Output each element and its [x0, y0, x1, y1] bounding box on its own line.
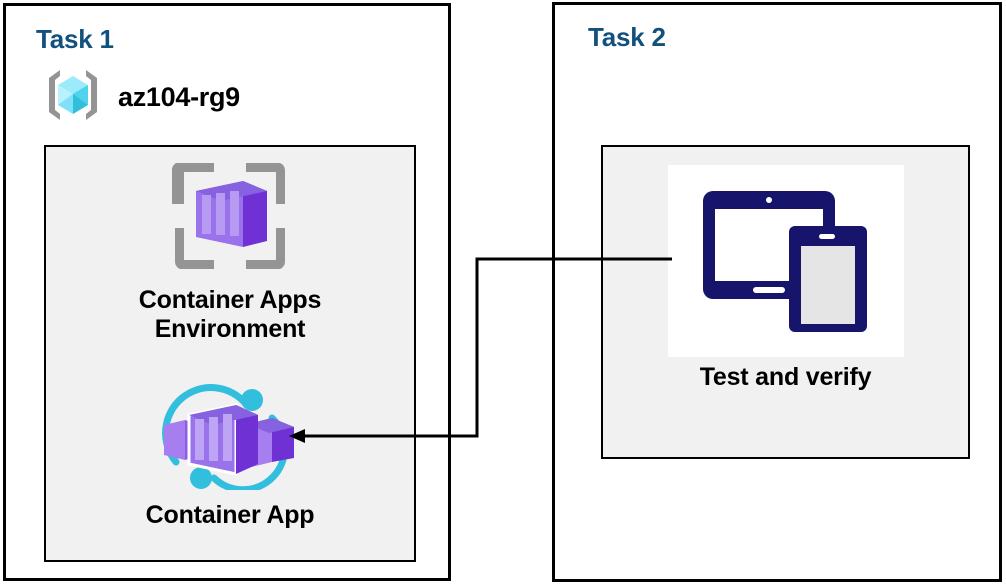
container-apps-environment-icon	[166, 157, 294, 280]
task-2-inner-box: Test and verify	[601, 145, 970, 459]
task-1-title: Task 1	[36, 24, 114, 54]
task-1-panel: Task 1 a	[3, 3, 451, 581]
node-test-and-verify: Test and verify	[603, 165, 968, 392]
node-container-app: Container App	[46, 382, 414, 530]
devices-tablet-phone-icon	[691, 179, 881, 344]
test-and-verify-label: Test and verify	[699, 363, 872, 391]
resource-group-label: az104-rg9	[118, 82, 240, 112]
task-1-inner-box: Container Apps Environment	[44, 145, 416, 562]
container-apps-environment-label: Container Apps Environment	[138, 286, 322, 343]
container-app-icon	[154, 382, 306, 495]
task-2-panel: Task 2	[552, 2, 1002, 582]
node-container-apps-environment: Container Apps Environment	[46, 157, 414, 344]
resource-group-row: az104-rg9	[42, 64, 240, 131]
device-icon-plate	[667, 165, 904, 357]
task-2-title: Task 2	[588, 22, 666, 52]
container-app-label: Container App	[145, 501, 315, 529]
resource-group-icon	[42, 64, 104, 131]
